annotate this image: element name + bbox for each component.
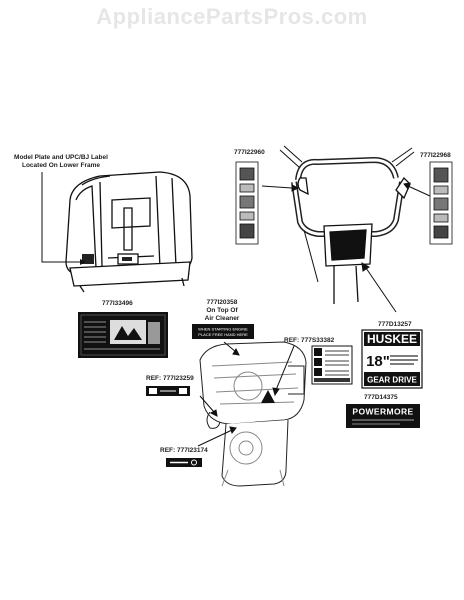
decal-777D14375-powermore: POWERMORE — [346, 404, 420, 428]
decal-777S33382 — [311, 345, 353, 385]
ref-777S33382: REF: 777S33382 — [284, 337, 335, 344]
decal-777I22960 — [235, 161, 259, 245]
part-number-777D14375: 777D14375 — [364, 394, 398, 401]
air-cleaner-decal-line2: PLACE FREE HAND HERE — [198, 332, 248, 337]
part-number-777I22968: 777I22968 — [420, 152, 451, 159]
ref-777I23259: REF: 777I23259 — [146, 375, 194, 382]
part-number-777I22960: 777I22960 — [234, 149, 265, 156]
model-plate-label-line1: Model Plate and UPC/BJ Label — [14, 154, 108, 161]
engine-drawing — [199, 341, 307, 487]
handle-leader-lines — [261, 182, 431, 313]
model-plate-label-line2: Located On Lower Frame — [21, 162, 101, 169]
engine-leader-lines — [197, 341, 295, 447]
decal-777I22968 — [429, 161, 453, 245]
warning-triangle-decal — [261, 390, 275, 403]
handle-assembly-drawing — [279, 145, 415, 304]
decal-777I23259 — [146, 386, 190, 396]
watermark-text: AppliancePartsPros.com — [96, 4, 368, 29]
powermore-text: POWERMORE — [352, 407, 413, 417]
air-cleaner-label: 777I20358 On Top Of Air Cleaner — [194, 299, 250, 323]
part-number-777D13257: 777D13257 — [378, 321, 412, 328]
ref-777I23174: REF: 777I23174 — [160, 447, 208, 454]
part-number-777I33496: 777I33496 — [102, 300, 133, 307]
model-plate-label: Model Plate and UPC/BJ Label Located On … — [6, 154, 116, 170]
part-number-777I20358: 777I20358 — [206, 299, 238, 306]
air-cleaner-decal-line1: WHEN STARTING ENGINE — [198, 327, 248, 332]
model-plate-leader-line — [41, 172, 80, 263]
fuel-tank-drawing — [65, 171, 193, 293]
decal-777I23174 — [166, 458, 202, 467]
decal-777I20358: WHEN STARTING ENGINE PLACE FREE HAND HER… — [192, 324, 254, 339]
decal-777I33496 — [78, 312, 168, 358]
huskee-size-text: 18" — [366, 353, 390, 370]
decal-777D13257-huskee: HUSKEE 18" GEAR DRIVE — [361, 329, 423, 389]
on-top-of-text: On Top Of — [206, 307, 238, 314]
air-cleaner-text: Air Cleaner — [204, 315, 240, 322]
huskee-gear-text: GEAR DRIVE — [367, 376, 417, 385]
huskee-brand-text: HUSKEE — [367, 332, 417, 346]
